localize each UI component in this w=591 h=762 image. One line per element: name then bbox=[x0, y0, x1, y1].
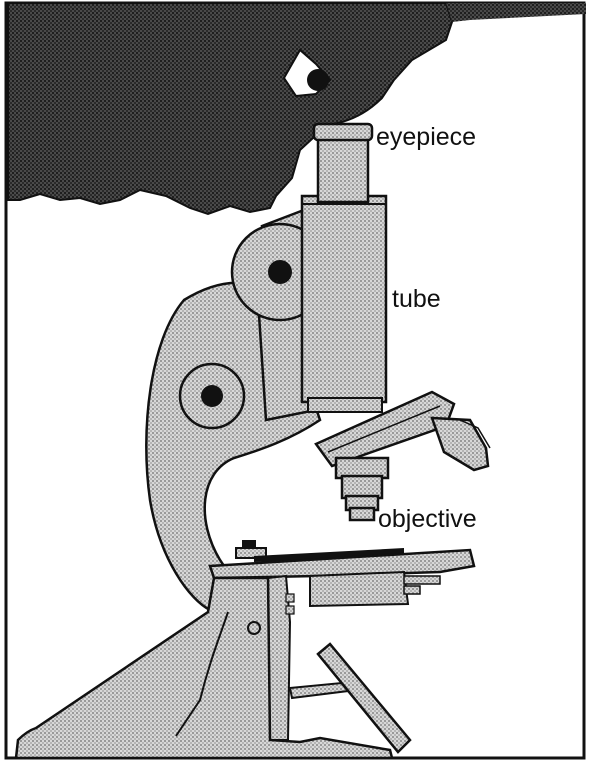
eyepiece bbox=[318, 132, 368, 202]
tube-base-ring bbox=[308, 398, 382, 412]
objective-label: objective bbox=[378, 505, 477, 533]
observer-pupil bbox=[307, 69, 329, 91]
eyepiece-rim bbox=[314, 124, 372, 140]
microscope-tube bbox=[302, 196, 386, 402]
eyepiece-label: eyepiece bbox=[376, 123, 476, 151]
stage-bracket bbox=[310, 572, 408, 606]
tube-label: tube bbox=[392, 285, 441, 313]
coarse-focus-knob-center bbox=[268, 260, 292, 284]
fine-focus-knob-center bbox=[201, 385, 223, 407]
stage-clip-knob bbox=[242, 540, 256, 548]
